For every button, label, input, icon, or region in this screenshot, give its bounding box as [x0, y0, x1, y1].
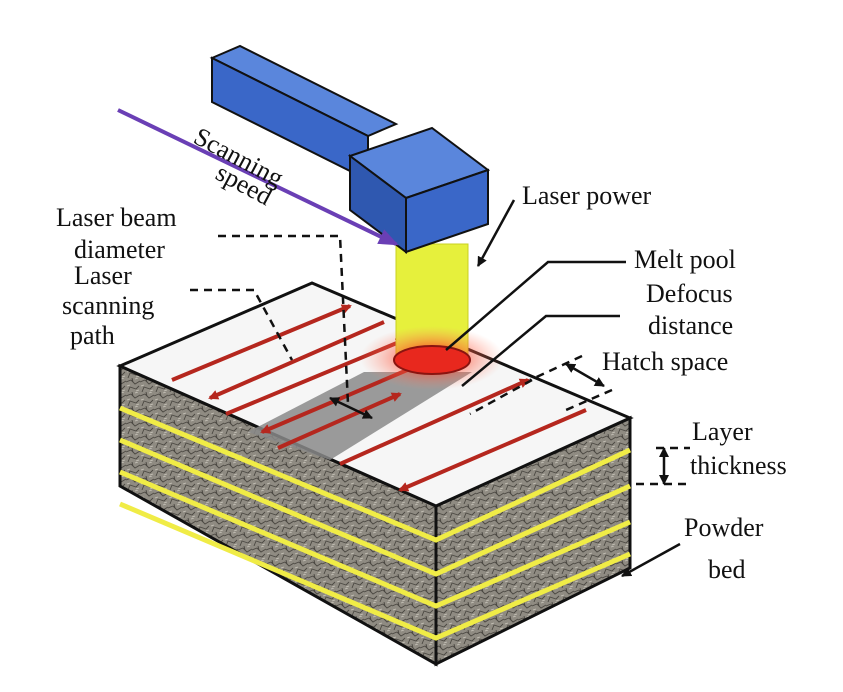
beam-diameter-dimension	[329, 396, 373, 420]
label-powder-bed-line1: Powder	[684, 513, 764, 542]
label-scan-path-line2: scanning	[62, 291, 154, 320]
label-beam-diameter-line1: Laser beam	[56, 203, 177, 232]
label-powder-bed-line2: bed	[708, 555, 746, 584]
layer-lines	[119, 405, 632, 641]
laser-head	[209, 44, 491, 254]
leader-lines	[445, 199, 626, 387]
melt-pool	[393, 345, 471, 375]
label-beam-diameter-line2: diameter	[74, 235, 165, 264]
hatch-space-dimension	[565, 362, 605, 388]
label-melt-pool: Melt pool	[634, 245, 736, 274]
label-scan-path-line3: path	[70, 321, 115, 350]
label-defocus-line1: Defocus	[646, 279, 733, 308]
powder-bed-leader	[621, 542, 681, 578]
label-defocus-line2: distance	[648, 311, 733, 340]
scanning-speed-arrow	[117, 108, 399, 246]
label-layer-thickness-line2: thickness	[690, 451, 787, 480]
label-layer-thickness-line1: Layer	[692, 417, 753, 446]
label-laser-power: Laser power	[522, 181, 652, 210]
label-scan-path-line1: Laser	[74, 261, 132, 290]
label-hatch-space: Hatch space	[602, 347, 728, 376]
